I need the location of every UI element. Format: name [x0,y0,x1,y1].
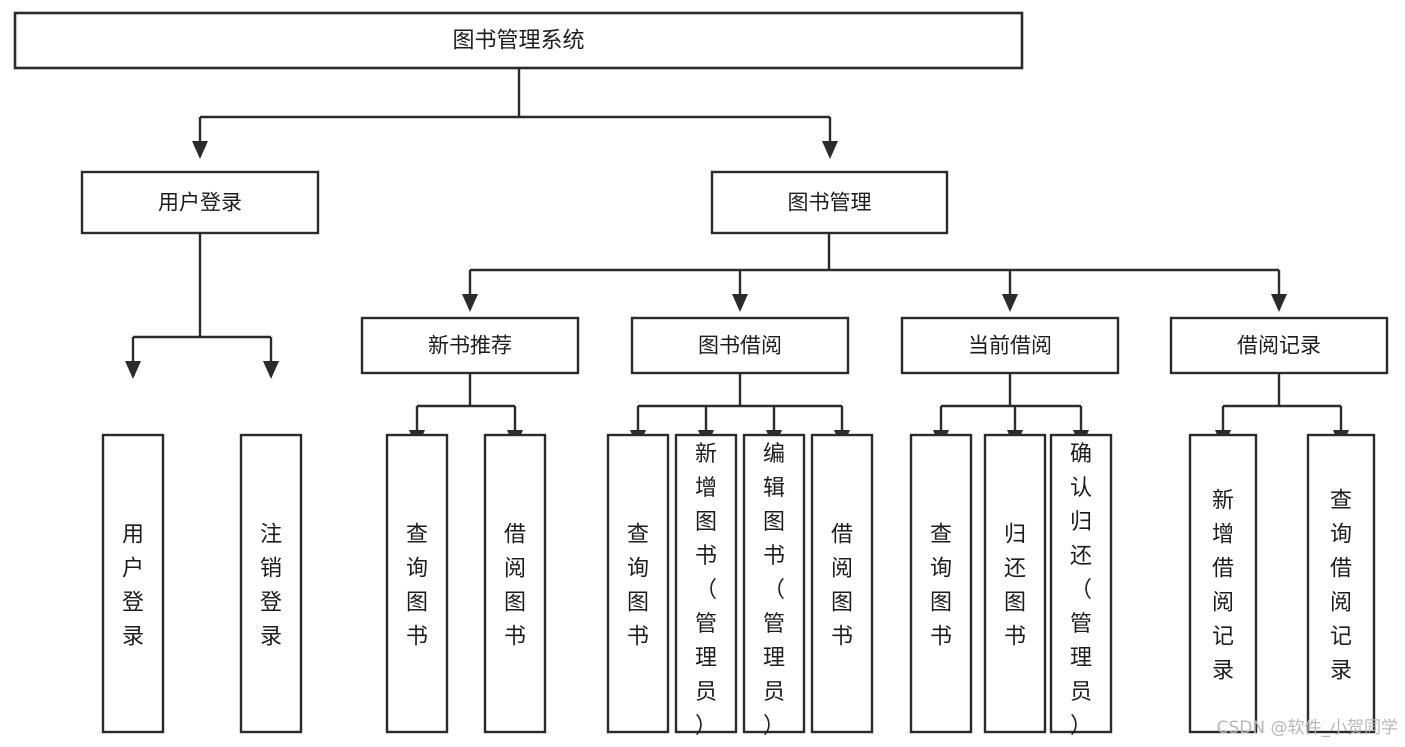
leaf-node-leaf-recommend-borrow[interactable]: 借阅图书 [483,433,547,734]
leaf-node-box[interactable] [1306,433,1376,734]
leaf-node-label: 归还图书 [1004,523,1026,650]
root-node-undefined[interactable]: 图书管理系统 [13,11,1024,70]
leaf-node-leaf-user-login[interactable]: 用户登录 [101,433,165,734]
leaf-node-label: 查询图书 [930,523,952,650]
arrowhead-icon [125,361,141,379]
arrowhead-icon [1002,294,1018,312]
root-node-box[interactable] [13,11,1024,70]
leaf-node-leaf-recommend-query[interactable]: 查询图书 [385,433,449,734]
leaf-node-box[interactable] [674,433,738,734]
watermark-label: CSDN @软件_小贺同学 [1217,718,1398,738]
level3-node-box[interactable] [360,316,580,375]
leaf-node-leaf-current-confirm[interactable]: 确认归还（管理员） [1049,433,1113,739]
leaf-node-box[interactable] [983,433,1047,734]
leaf-node-box[interactable] [810,433,874,734]
level2-node-box[interactable] [710,170,949,235]
arrowhead-icon [732,294,748,312]
connector-user-login-to-leaves [125,233,279,379]
leaf-node-box[interactable] [909,433,973,734]
level3-node-box[interactable] [900,316,1120,375]
level3-node-label: 借阅记录 [1237,334,1321,358]
level3-node-label: 图书借阅 [698,334,782,358]
leaf-node-label: 借阅图书 [831,523,853,650]
level2-node-user-login[interactable]: 用户登录 [80,170,320,235]
leaf-node-leaf-borrow-add[interactable]: 新增图书（管理员） [674,433,738,739]
level3-node-borrow-record[interactable]: 借阅记录 [1169,316,1389,375]
arrowhead-icon [822,141,838,159]
leaf-node-leaf-user-logout[interactable]: 注销登录 [239,433,303,734]
level2-node-box[interactable] [80,170,320,235]
nodes-layer: 图书管理系统用户登录图书管理新书推荐图书借阅当前借阅借阅记录用户登录注销登录查询… [13,11,1389,739]
leaf-node-label: 编辑图书（管理员） [763,442,785,739]
leaf-node-leaf-borrow-query[interactable]: 查询图书 [606,433,670,734]
leaf-node-label: 用户登录 [122,523,144,650]
connector-root-to-level2 [192,68,838,159]
level3-node-label: 当前借阅 [968,334,1052,358]
leaf-node-leaf-record-query[interactable]: 查询借阅记录 [1306,433,1376,734]
leaf-node-leaf-current-return[interactable]: 归还图书 [983,433,1047,734]
leaf-node-label: 新增图书（管理员） [695,442,717,739]
level2-node-label: 用户登录 [158,191,242,215]
leaf-node-label: 确认归还（管理员） [1070,442,1092,739]
leaf-node-box[interactable] [101,433,165,734]
leaf-node-leaf-current-query[interactable]: 查询图书 [909,433,973,734]
arrowhead-icon [462,294,478,312]
leaf-node-box[interactable] [385,433,449,734]
level2-node-book-manage[interactable]: 图书管理 [710,170,949,235]
level3-node-current-borrow[interactable]: 当前借阅 [900,316,1120,375]
leaf-node-box[interactable] [483,433,547,734]
leaf-node-box[interactable] [1049,433,1113,734]
leaf-node-box[interactable] [1188,433,1258,734]
arrowhead-icon [263,361,279,379]
level3-node-box[interactable] [1169,316,1389,375]
leaf-node-box[interactable] [606,433,670,734]
level2-node-label: 图书管理 [788,191,872,215]
leaf-node-label: 查询图书 [406,523,428,650]
leaf-node-label: 借阅图书 [504,523,526,650]
level3-node-book-borrow[interactable]: 图书借阅 [630,316,850,375]
level3-node-new-book-recommend[interactable]: 新书推荐 [360,316,580,375]
connector-book-manage-to-level3 [462,233,1287,312]
leaf-node-label: 新增借阅记录 [1212,489,1234,684]
leaf-node-label: 查询图书 [627,523,649,650]
connectors-layer [125,68,1349,448]
leaf-node-leaf-borrow-do[interactable]: 借阅图书 [810,433,874,734]
leaf-node-label: 注销登录 [260,523,282,650]
arrowhead-icon [1271,294,1287,312]
leaf-node-box[interactable] [742,433,806,734]
level3-node-label: 新书推荐 [428,334,512,358]
leaf-node-label: 查询借阅记录 [1330,489,1352,684]
leaf-node-box[interactable] [239,433,303,734]
level3-node-box[interactable] [630,316,850,375]
leaf-node-leaf-borrow-edit[interactable]: 编辑图书（管理员） [742,433,806,739]
arrowhead-icon [192,141,208,159]
root-node-label: 图书管理系统 [452,29,584,54]
leaf-node-leaf-record-add[interactable]: 新增借阅记录 [1188,433,1258,734]
